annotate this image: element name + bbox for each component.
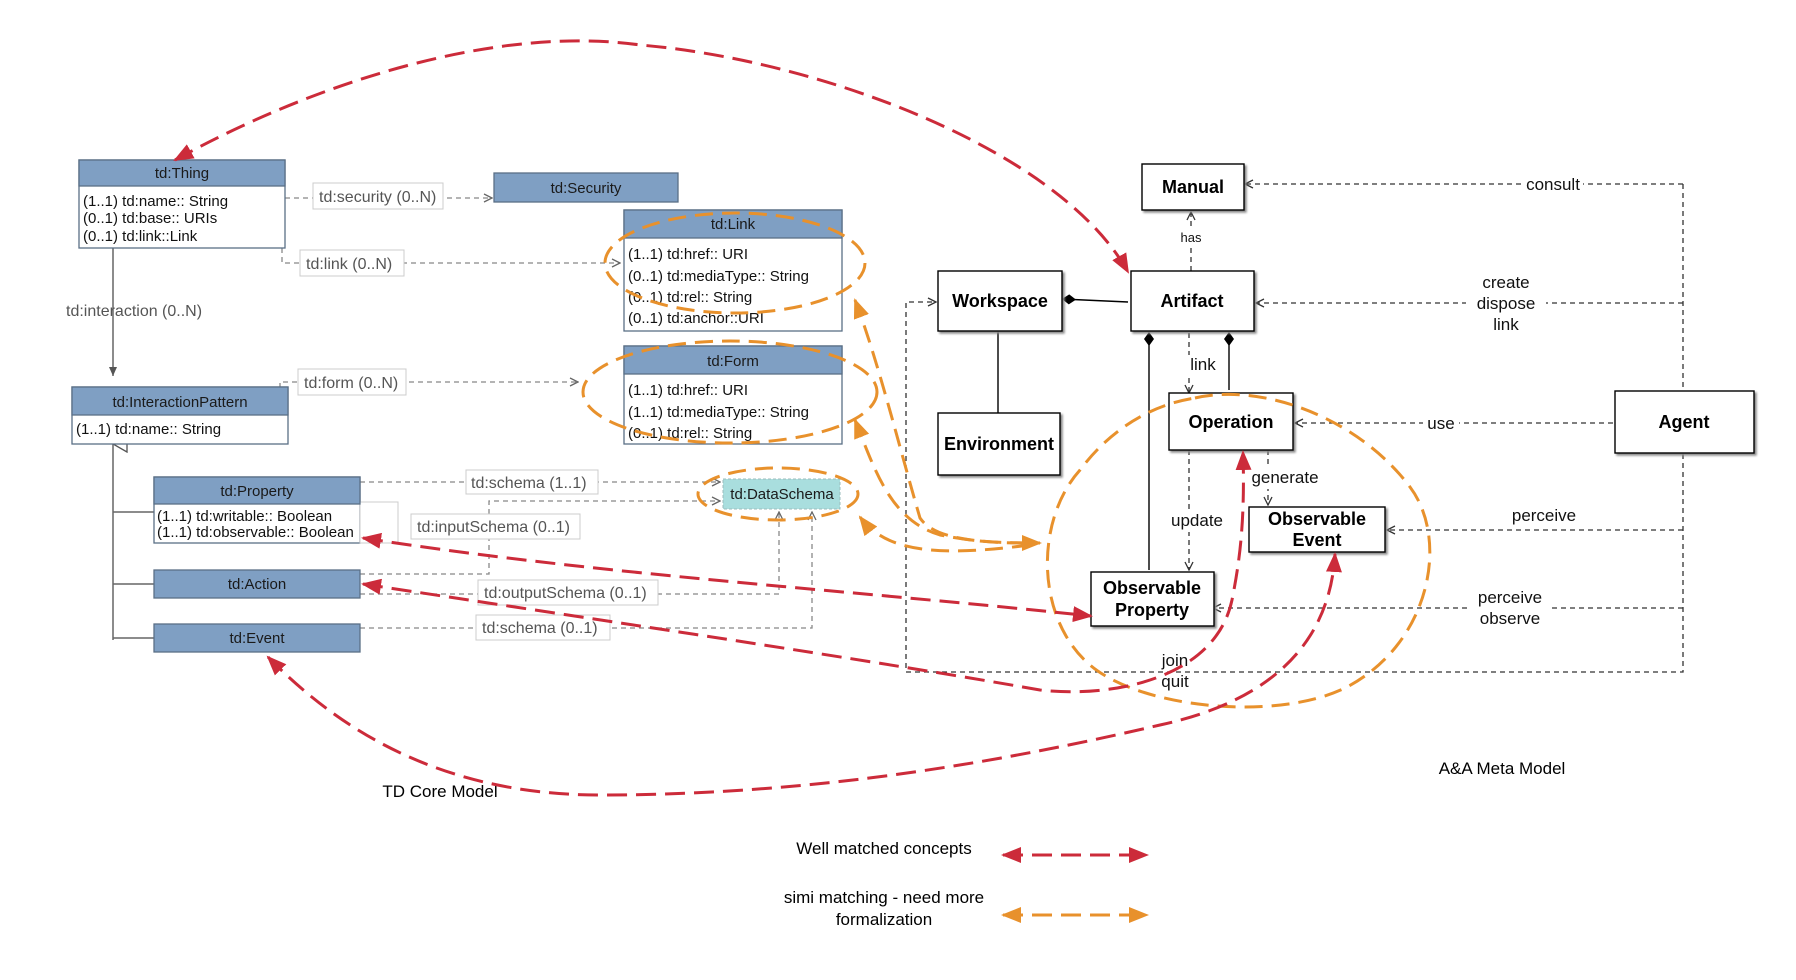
property-class-name: td:Property: [220, 483, 294, 500]
legend-simi-label-line1: simi matching - need more: [784, 888, 984, 907]
aa-environment-box: Environment: [937, 412, 1061, 476]
simi-link-arrow: [853, 298, 1042, 551]
operation-label: Operation: [1188, 412, 1273, 432]
update-label: update: [1171, 511, 1223, 530]
legend: Well matched concepts simi matching - ne…: [784, 839, 1149, 929]
form-class-name: td:Form: [707, 353, 759, 370]
join-label: join: [1161, 651, 1188, 670]
property-observable-property-arrow: [361, 532, 1093, 623]
thing-class-name: td:Thing: [155, 165, 209, 182]
edge-label-form: td:form (0..N): [304, 375, 398, 392]
perceive-observe-label-2: observe: [1480, 609, 1540, 628]
edge-label-security: td:security (0..N): [319, 189, 436, 206]
edge-label-schema-event: td:schema (0..1): [482, 620, 598, 637]
consult-label: consult: [1526, 175, 1580, 194]
td-thing-class: td:Thing (1..1) td:name:: String (0..1) …: [78, 159, 286, 249]
edge-label-output-schema: td:outputSchema (0..1): [484, 585, 647, 602]
aa-observable-property-box: Observable Property: [1090, 571, 1215, 627]
interaction-pattern-class-name: td:InteractionPattern: [112, 394, 247, 411]
perceive-observe-label-1: perceive: [1478, 588, 1542, 607]
use-label: use: [1427, 414, 1454, 433]
aa-manual-box: Manual: [1141, 163, 1245, 211]
aa-observable-event-box: Observable Event: [1248, 506, 1386, 553]
observable-event-label-line1: Observable: [1268, 509, 1366, 529]
form-attr-href: (1..1) td:href:: URI: [628, 382, 748, 399]
agent-label: Agent: [1659, 412, 1710, 432]
data-schema-class-name: td:DataSchema: [730, 486, 834, 503]
well-matched-arrows: [173, 39, 1342, 797]
link-label-create: link: [1493, 315, 1519, 334]
link-attr-media-type: (0..1) td:mediaType:: String: [628, 268, 809, 285]
observable-property-label-line2: Property: [1115, 600, 1189, 620]
property-attr-writable: (1..1) td:writable:: Boolean: [157, 508, 332, 525]
has-label: has: [1181, 230, 1202, 245]
td-core-model-caption: TD Core Model: [382, 782, 497, 801]
observable-property-label-line1: Observable: [1103, 578, 1201, 598]
aa-agent-box: Agent: [1614, 390, 1755, 454]
generate-label: generate: [1251, 468, 1318, 487]
link-label: link: [1190, 355, 1216, 374]
td-data-schema-class: td:DataSchema: [722, 478, 841, 510]
td-form-class: td:Form (1..1) td:href:: URI (1..1) td:m…: [623, 345, 843, 445]
legend-simi-label-line2: formalization: [836, 910, 932, 929]
aa-artifact-box: Artifact: [1130, 270, 1255, 332]
observable-event-label-line2: Event: [1292, 530, 1341, 550]
thing-attr-base: (0..1) td:base:: URIs: [83, 210, 217, 227]
td-action-class: td:Action: [153, 569, 361, 599]
workspace-artifact-composition: [1061, 294, 1129, 305]
edge-label-link: td:link (0..N): [306, 256, 392, 273]
workspace-label: Workspace: [952, 291, 1048, 311]
interaction-pattern-attr-name: (1..1) td:name:: String: [76, 421, 221, 438]
property-attr-observable: (1..1) td:observable:: Boolean: [157, 524, 354, 541]
edge-label-interaction: td:interaction (0..N): [66, 303, 202, 320]
link-attr-rel: (0..1) td:rel:: String: [628, 289, 752, 306]
thing-attr-link: (0..1) td:link::Link: [83, 228, 198, 245]
link-attr-href: (1..1) td:href:: URI: [628, 246, 748, 263]
td-event-class: td:Event: [153, 623, 361, 653]
td-security-class: td:Security: [493, 172, 679, 203]
action-operation-arrow: [361, 450, 1252, 694]
thing-attr-name: (1..1) td:name:: String: [83, 193, 228, 210]
manual-label: Manual: [1162, 177, 1224, 197]
aa-meta-model-caption: A&A Meta Model: [1439, 759, 1566, 778]
event-observable-event-arrow: [266, 552, 1342, 797]
form-connector: [279, 382, 578, 388]
environment-label: Environment: [944, 434, 1054, 454]
quit-label: quit: [1161, 672, 1189, 691]
artifact-label: Artifact: [1160, 291, 1223, 311]
legend-well-matched-label: Well matched concepts: [796, 839, 971, 858]
security-class-name: td:Security: [551, 180, 622, 197]
create-label: create: [1482, 273, 1529, 292]
action-class-name: td:Action: [228, 576, 286, 593]
aa-workspace-box: Workspace: [937, 270, 1063, 332]
td-property-class: td:Property (1..1) td:writable:: Boolean…: [153, 476, 399, 544]
perceive-label: perceive: [1512, 506, 1576, 525]
link-attr-anchor: (0..1) td:anchor::URI: [628, 310, 764, 327]
form-attr-media-type: (1..1) td:mediaType:: String: [628, 404, 809, 421]
event-class-name: td:Event: [229, 630, 285, 647]
aa-operation-box: Operation: [1168, 392, 1294, 451]
edge-label-input-schema: td:inputSchema (0..1): [417, 519, 570, 536]
link-class-name: td:Link: [711, 216, 756, 233]
edge-label-schema-property: td:schema (1..1): [471, 475, 587, 492]
form-attr-rel: (0..1) td:rel:: String: [628, 425, 752, 442]
td-interaction-pattern-class: td:InteractionPattern (1..1) td:name:: S…: [71, 386, 289, 445]
dispose-label: dispose: [1477, 294, 1536, 313]
td-solid-connectors: [109, 248, 154, 640]
